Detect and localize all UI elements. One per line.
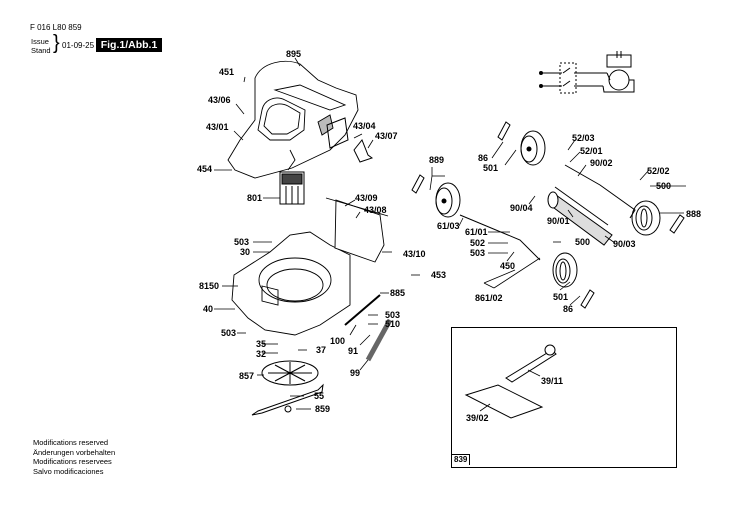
spring-99 <box>365 318 393 362</box>
part-label-86-b: 86 <box>563 304 574 314</box>
brace-glyph: } <box>53 32 60 54</box>
part-label-895: 895 <box>286 49 302 59</box>
part-label-91: 91 <box>348 346 359 356</box>
part-label-90-01: 90/01 <box>547 216 570 226</box>
footer-line-fr: Modifications reservees <box>33 457 112 466</box>
rod-61-01 <box>459 214 541 261</box>
blade-assembly <box>251 360 324 416</box>
part-label-40: 40 <box>203 304 214 314</box>
rod-885 <box>344 294 381 326</box>
wheel-front-right <box>520 130 546 166</box>
accessory-kit-box <box>451 327 677 468</box>
deck-housing <box>231 197 389 336</box>
part-43-07-shape <box>353 139 374 163</box>
part-label-510: 510 <box>385 319 401 329</box>
part-label-501-a: 501 <box>483 163 499 173</box>
part-label-454: 454 <box>197 164 213 174</box>
accessory-kit-number: 839 <box>452 454 471 465</box>
issue-label-en: Issue <box>31 37 49 46</box>
part-label-90-02: 90/02 <box>590 158 613 168</box>
part-label-43-10: 43/10 <box>403 249 426 259</box>
footer-disclaimer: Modifications reserved Änderungen vorbeh… <box>33 438 115 476</box>
part-label-889: 889 <box>429 155 445 165</box>
leader-lines <box>214 57 686 412</box>
part-label-500-b: 500 <box>575 237 591 247</box>
part-label-43-01: 43/01 <box>206 122 229 132</box>
part-label-43-08: 43/08 <box>364 205 387 215</box>
hubcap-86-top <box>497 121 511 141</box>
part-label-90-04: 90/04 <box>510 203 533 213</box>
part-label-8150: 8150 <box>199 281 220 291</box>
rod-90-02 <box>554 186 609 226</box>
footer-line-en: Modifications reserved <box>33 438 109 447</box>
part-label-32: 32 <box>256 349 267 359</box>
part-label-502: 502 <box>470 238 486 248</box>
part-label-30: 30 <box>240 247 251 257</box>
part-label-61-03: 61/03 <box>437 221 460 231</box>
wheel-rear-right <box>631 200 661 236</box>
part-label-859: 859 <box>315 404 331 414</box>
hubcap-888 <box>669 214 685 234</box>
issue-label: Issue Stand <box>31 37 51 55</box>
part-label-43-06: 43/06 <box>208 95 231 105</box>
wiring-schematic <box>539 51 635 94</box>
part-label-451: 451 <box>219 67 235 77</box>
issue-date: 01-09-25 <box>62 41 95 50</box>
part-label-55: 55 <box>314 391 325 401</box>
motor-hood <box>227 60 359 179</box>
wheel-front-left <box>435 182 461 218</box>
part-label-52-02: 52/02 <box>647 166 670 176</box>
part-label-43-04: 43/04 <box>353 121 376 131</box>
part-43-04-shape <box>326 117 349 149</box>
part-label-52-01: 52/01 <box>580 146 603 156</box>
part-label-39-11: 39/11 <box>541 376 564 386</box>
part-label-43-09: 43/09 <box>355 193 378 203</box>
part-label-43-07: 43/07 <box>375 131 398 141</box>
motor-801 <box>279 171 305 205</box>
part-label-99: 99 <box>350 368 361 378</box>
footer-line-es: Salvo modificaciones <box>33 466 104 476</box>
rod-52-01 <box>564 164 636 219</box>
part-label-37: 37 <box>316 345 327 355</box>
issue-label-de: Stand <box>31 46 51 55</box>
part-label-90-03: 90/03 <box>613 239 636 249</box>
hubcap-86 <box>411 174 425 194</box>
part-label-503-d: 503 <box>470 248 486 258</box>
part-label-39-02: 39/02 <box>466 413 489 423</box>
footer-line-de: Änderungen vorbehalten <box>33 447 116 457</box>
part-label-503-c: 503 <box>221 328 237 338</box>
figure-label: Fig.1/Abb.1 <box>96 38 162 52</box>
part-label-100: 100 <box>330 336 346 346</box>
part-label-501-b: 501 <box>553 292 569 302</box>
part-label-801: 801 <box>247 193 263 203</box>
document-number: F 016 L80 859 <box>30 23 82 32</box>
part-label-453: 453 <box>431 270 447 280</box>
part-label-500-a: 500 <box>656 181 672 191</box>
part-label-450: 450 <box>500 261 516 271</box>
part-label-503-b: 503 <box>385 310 401 320</box>
part-label-86-a: 86 <box>478 153 489 163</box>
part-label-857: 857 <box>239 371 255 381</box>
part-label-888: 888 <box>686 209 702 219</box>
part-label-503-a: 503 <box>234 237 250 247</box>
hubcap-86-bottom <box>580 289 595 309</box>
wheel-rear-left <box>552 252 578 288</box>
part-label-885: 885 <box>390 288 406 298</box>
roller-90-01 <box>547 191 613 246</box>
part-label-861-02: 861/02 <box>475 293 503 303</box>
part-label-52-03: 52/03 <box>572 133 595 143</box>
part-label-61-01: 61/01 <box>465 227 488 237</box>
kit-drawings <box>464 344 557 419</box>
part-label-35: 35 <box>256 339 267 349</box>
